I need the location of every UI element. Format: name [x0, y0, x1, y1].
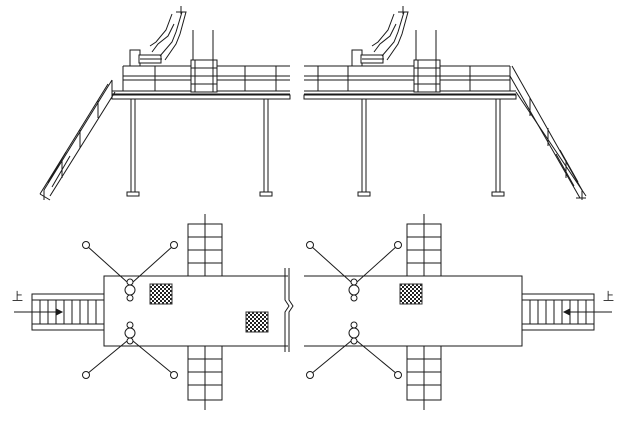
elevation-left-platform — [39, 6, 291, 201]
connector-upper-left — [82, 241, 178, 302]
plan-left — [14, 214, 294, 410]
connector-lower-left — [82, 321, 178, 379]
connector-upper-right — [306, 241, 402, 302]
elevation-right-platform — [303, 6, 587, 200]
plan-right — [304, 214, 612, 410]
stair-up-label-left: 上 — [12, 290, 23, 303]
stair-up-label-right: 上 — [603, 290, 614, 303]
connector-lower-right — [306, 321, 402, 379]
